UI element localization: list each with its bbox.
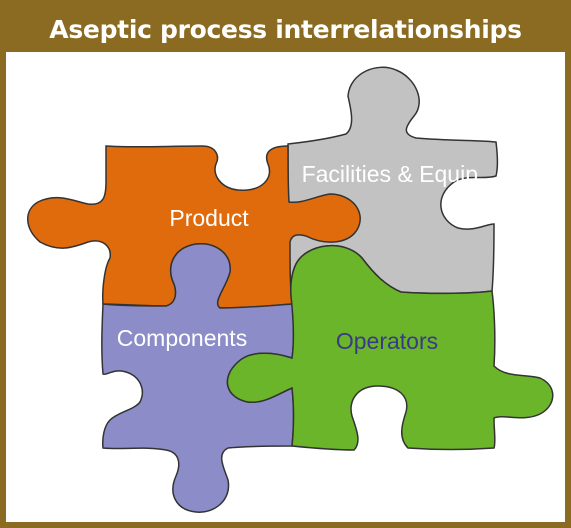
puzzle-diagram: Facilities & Equip. Product Components O…	[27, 66, 554, 513]
label-facilities: Facilities & Equip.	[302, 161, 485, 187]
label-operators: Operators	[336, 328, 438, 354]
diagram-title: Aseptic process interrelationships	[49, 14, 522, 44]
title-bar: Aseptic process interrelationships	[6, 6, 565, 52]
label-components: Components	[117, 325, 247, 351]
piece-operators	[226, 244, 554, 451]
label-product: Product	[169, 205, 249, 231]
